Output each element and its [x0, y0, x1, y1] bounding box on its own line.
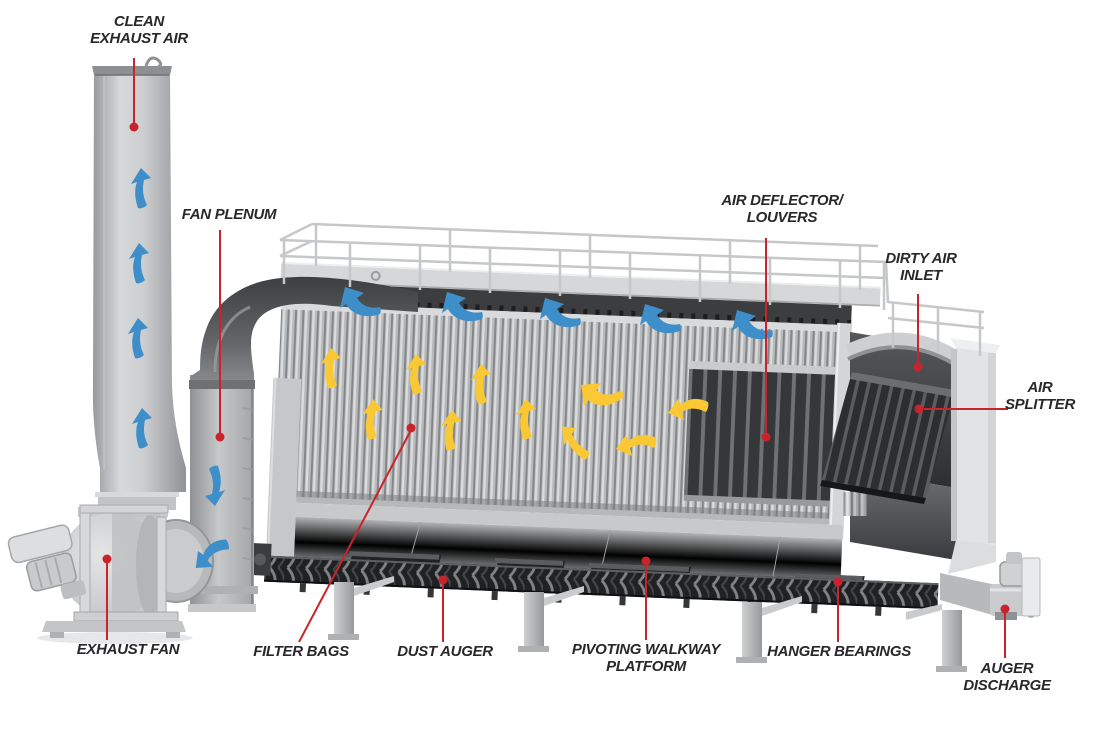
- label-exhaust-fan: EXHAUST FAN: [76, 641, 180, 658]
- leader-dot-dust-auger: [438, 575, 448, 585]
- label-auger-discharge: AUGER DISCHARGE: [963, 660, 1051, 694]
- label-fan-plenum: FAN PLENUM: [181, 206, 277, 223]
- leader-dot-auger-discharge: [1000, 604, 1010, 614]
- fan-motor: [7, 524, 87, 600]
- leader-dot-filter-bags: [406, 423, 416, 433]
- dirty-air-inlet-housing: [820, 332, 1000, 574]
- leader-dot-exhaust-fan: [102, 554, 112, 564]
- air-splitter-panel: [820, 372, 955, 504]
- hopper-front: [269, 515, 843, 582]
- exhaust-fan: [7, 504, 214, 644]
- label-filter-bags: FILTER BAGS: [253, 643, 349, 660]
- dust-auger: [264, 555, 939, 610]
- label-air-splitter: AIR SPLITTER: [1004, 379, 1076, 413]
- walkway-deck: [280, 263, 881, 307]
- leader-line-filter-bags: [298, 429, 412, 643]
- clean-air-plenum-channel: [279, 282, 852, 326]
- label-clean-exhaust-air: CLEAN EXHAUST AIR: [90, 13, 188, 47]
- leader-dot-pivoting-walkway: [641, 556, 651, 566]
- walkway-railing: [279, 222, 985, 356]
- leader-lines: [102, 58, 1010, 658]
- auger-discharge-unit: [940, 552, 1041, 620]
- left-end-wall: [266, 377, 302, 557]
- label-pivoting-walkway-platform: PIVOTING WALKWAY PLATFORM: [571, 641, 721, 675]
- label-air-deflector-louvers: AIR DEFLECTOR/ LOUVERS: [721, 192, 843, 226]
- discharge-motor: [999, 552, 1041, 617]
- label-dirty-air-inlet: DIRTY AIR INLET: [885, 250, 957, 284]
- lifting-lug-icon: [144, 56, 163, 70]
- label-hanger-bearings: HANGER BEARINGS: [767, 643, 911, 660]
- leader-dot-hanger-bearings: [833, 577, 843, 587]
- leader-dot-dirty-air-inlet: [913, 362, 923, 372]
- label-dust-auger: DUST AUGER: [397, 643, 493, 660]
- leader-dot-fan-plenum: [215, 432, 225, 442]
- support-legs: [328, 576, 967, 672]
- leader-dot-clean-exhaust-air: [129, 122, 139, 132]
- leader-dot-air-splitter: [914, 404, 924, 414]
- air-deflector-panel: [683, 360, 838, 507]
- leader-dot-air-deflector: [761, 432, 771, 442]
